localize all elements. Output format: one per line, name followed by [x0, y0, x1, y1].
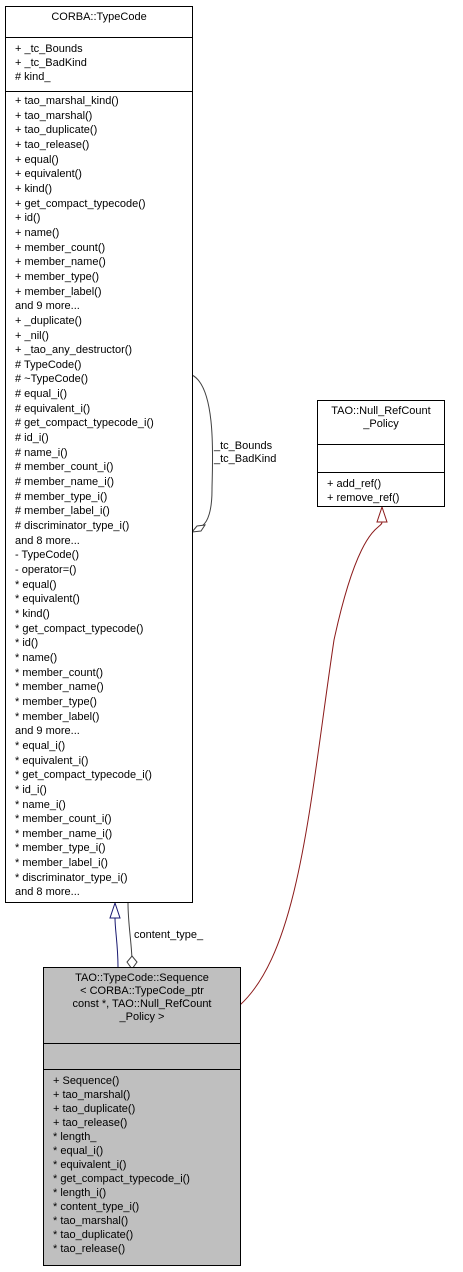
class-operation: + _nil()	[15, 329, 49, 342]
operations-section: + Sequence() + tao_marshal() + tao_duplica…	[44, 1069, 240, 1256]
self-association-label: _tc_Bounds _tc_BadKind	[214, 440, 277, 465]
class-operation: * member_type()	[15, 695, 97, 708]
class-operation: + id()	[15, 212, 41, 225]
class-operation: and 8 more...	[15, 886, 80, 899]
class-operation: # name_i()	[15, 446, 68, 459]
attributes-section	[318, 444, 444, 472]
class-operation: * name()	[15, 651, 58, 664]
class-title: TAO::TypeCode::Sequence < CORBA::TypeCod…	[72, 972, 212, 1023]
class-operation: * member_count_i()	[15, 813, 112, 826]
class-operation: + tao_marshal_kind()	[15, 95, 119, 107]
class-operation: + member_count()	[15, 241, 106, 254]
class-operation: + tao_release()	[53, 1117, 128, 1129]
class-operation: * discriminator_type_i()	[15, 871, 128, 884]
class-operation: + Sequence()	[53, 1075, 120, 1087]
class-operation: + member_label()	[15, 285, 102, 298]
attributes-section: + _tc_Bounds + _tc_BadKind # kind_	[6, 37, 192, 91]
class-operation: - operator=()	[15, 564, 77, 576]
class-title: TAO::Null_RefCount _Policy	[331, 405, 431, 430]
class-operation: * member_name_i()	[15, 827, 113, 840]
self-association-diamond	[190, 524, 207, 533]
class-operation: # ~TypeCode()	[15, 373, 89, 386]
class-operation: # equal_i()	[15, 388, 67, 401]
class-operation: and 8 more...	[15, 534, 80, 547]
class-operation: + get_compact_typecode()	[15, 197, 146, 210]
class-operation: * equivalent()	[15, 593, 80, 606]
class-operation: * equal()	[15, 578, 57, 591]
class-operation: + tao_duplicate()	[15, 124, 98, 137]
class-operation: and 9 more...	[15, 725, 80, 738]
class-operation: + _tao_any_destructor()	[15, 344, 133, 357]
class-operation: + member_type()	[15, 270, 100, 283]
class-operation: + member_name()	[15, 256, 106, 269]
class-operation: + tao_release()	[15, 138, 90, 151]
class-operation: # member_count_i()	[15, 461, 114, 474]
class-operation: + name()	[15, 226, 60, 239]
class-attribute: # kind_	[15, 71, 51, 83]
class-operation: * member_label_i()	[15, 857, 108, 870]
class-operation: * equivalent_i()	[53, 1159, 127, 1171]
class-typecode-sequence[interactable]: TAO::TypeCode::Sequence < CORBA::TypeCod…	[43, 967, 241, 1266]
class-operation: * get_compact_typecode()	[15, 622, 144, 635]
class-operation: # equivalent_i()	[15, 402, 91, 415]
class-operation: * length_	[53, 1131, 97, 1143]
class-operation: * tao_duplicate()	[53, 1229, 134, 1241]
class-operation: * get_compact_typecode_i()	[53, 1173, 190, 1185]
inheritance-edge-typecode	[114, 917, 119, 968]
class-operation: # member_type_i()	[15, 490, 108, 503]
class-operation: * name_i()	[15, 798, 66, 811]
class-operation: * member_count()	[15, 666, 104, 679]
class-operation: * equivalent_i()	[15, 754, 89, 767]
class-title: CORBA::TypeCode	[51, 11, 147, 23]
class-operation: + tao_duplicate()	[53, 1103, 136, 1115]
class-operation: + equal()	[15, 153, 59, 166]
class-operation: + tao_marshal()	[53, 1089, 131, 1101]
attributes-section	[44, 1043, 240, 1069]
class-operation: * member_type_i()	[15, 842, 106, 855]
class-operation: # member_name_i()	[15, 476, 115, 489]
class-operation: # get_compact_typecode_i()	[15, 417, 154, 430]
class-operation: + equivalent()	[15, 168, 82, 181]
content-type-edge	[127, 902, 133, 963]
class-operation: * kind()	[15, 607, 50, 620]
self-association-edge	[191, 374, 214, 527]
class-operation: + add_ref()	[327, 478, 382, 490]
class-attribute: + _tc_Bounds	[15, 43, 83, 55]
class-operation: * member_name()	[15, 681, 104, 694]
class-operation: * get_compact_typecode_i()	[15, 769, 152, 782]
class-operation: * equal_i()	[53, 1145, 104, 1157]
class-operation: * length_i()	[53, 1187, 107, 1199]
class-operation: * content_type_i()	[53, 1201, 140, 1213]
class-corba-typecode[interactable]: CORBA::TypeCode + _tc_Bounds+ _tc_BadKin…	[5, 6, 193, 903]
inheritance-edge-null-refcount	[239, 521, 383, 1006]
class-operation: * member_label()	[15, 710, 100, 723]
inheritance-arrowhead-typecode	[109, 901, 121, 919]
class-operation: + remove_ref()	[327, 492, 400, 504]
class-operation: and 9 more...	[15, 300, 80, 313]
operations-section: + tao_marshal_kind() + tao_marshal() + tao…	[6, 91, 192, 900]
class-operation: # TypeCode()	[15, 358, 82, 371]
content-type-label: content_type_	[134, 929, 204, 941]
operations-section: + add_ref() + remove_ref()	[318, 472, 444, 505]
class-operation: - TypeCode()	[15, 549, 79, 562]
class-operation: * id_i()	[15, 783, 47, 796]
class-operation: * id()	[15, 637, 39, 650]
class-operation: + kind()	[15, 182, 52, 195]
class-operation: + tao_marshal()	[15, 109, 93, 122]
class-null-refcount-policy[interactable]: TAO::Null_RefCount _Policy + add_ref()+ …	[317, 400, 445, 507]
class-operation: * tao_marshal()	[53, 1215, 129, 1227]
class-attribute: + _tc_BadKind	[15, 57, 87, 69]
class-operation: # discriminator_type_i()	[15, 520, 130, 533]
class-operation: # id_i()	[15, 432, 49, 445]
class-operation: * tao_release()	[53, 1243, 126, 1255]
class-operation: + _duplicate()	[15, 314, 82, 327]
inheritance-arrowhead-null-refcount	[376, 505, 388, 523]
class-operation: # member_label_i()	[15, 505, 110, 518]
class-operation: * equal_i()	[15, 739, 66, 752]
